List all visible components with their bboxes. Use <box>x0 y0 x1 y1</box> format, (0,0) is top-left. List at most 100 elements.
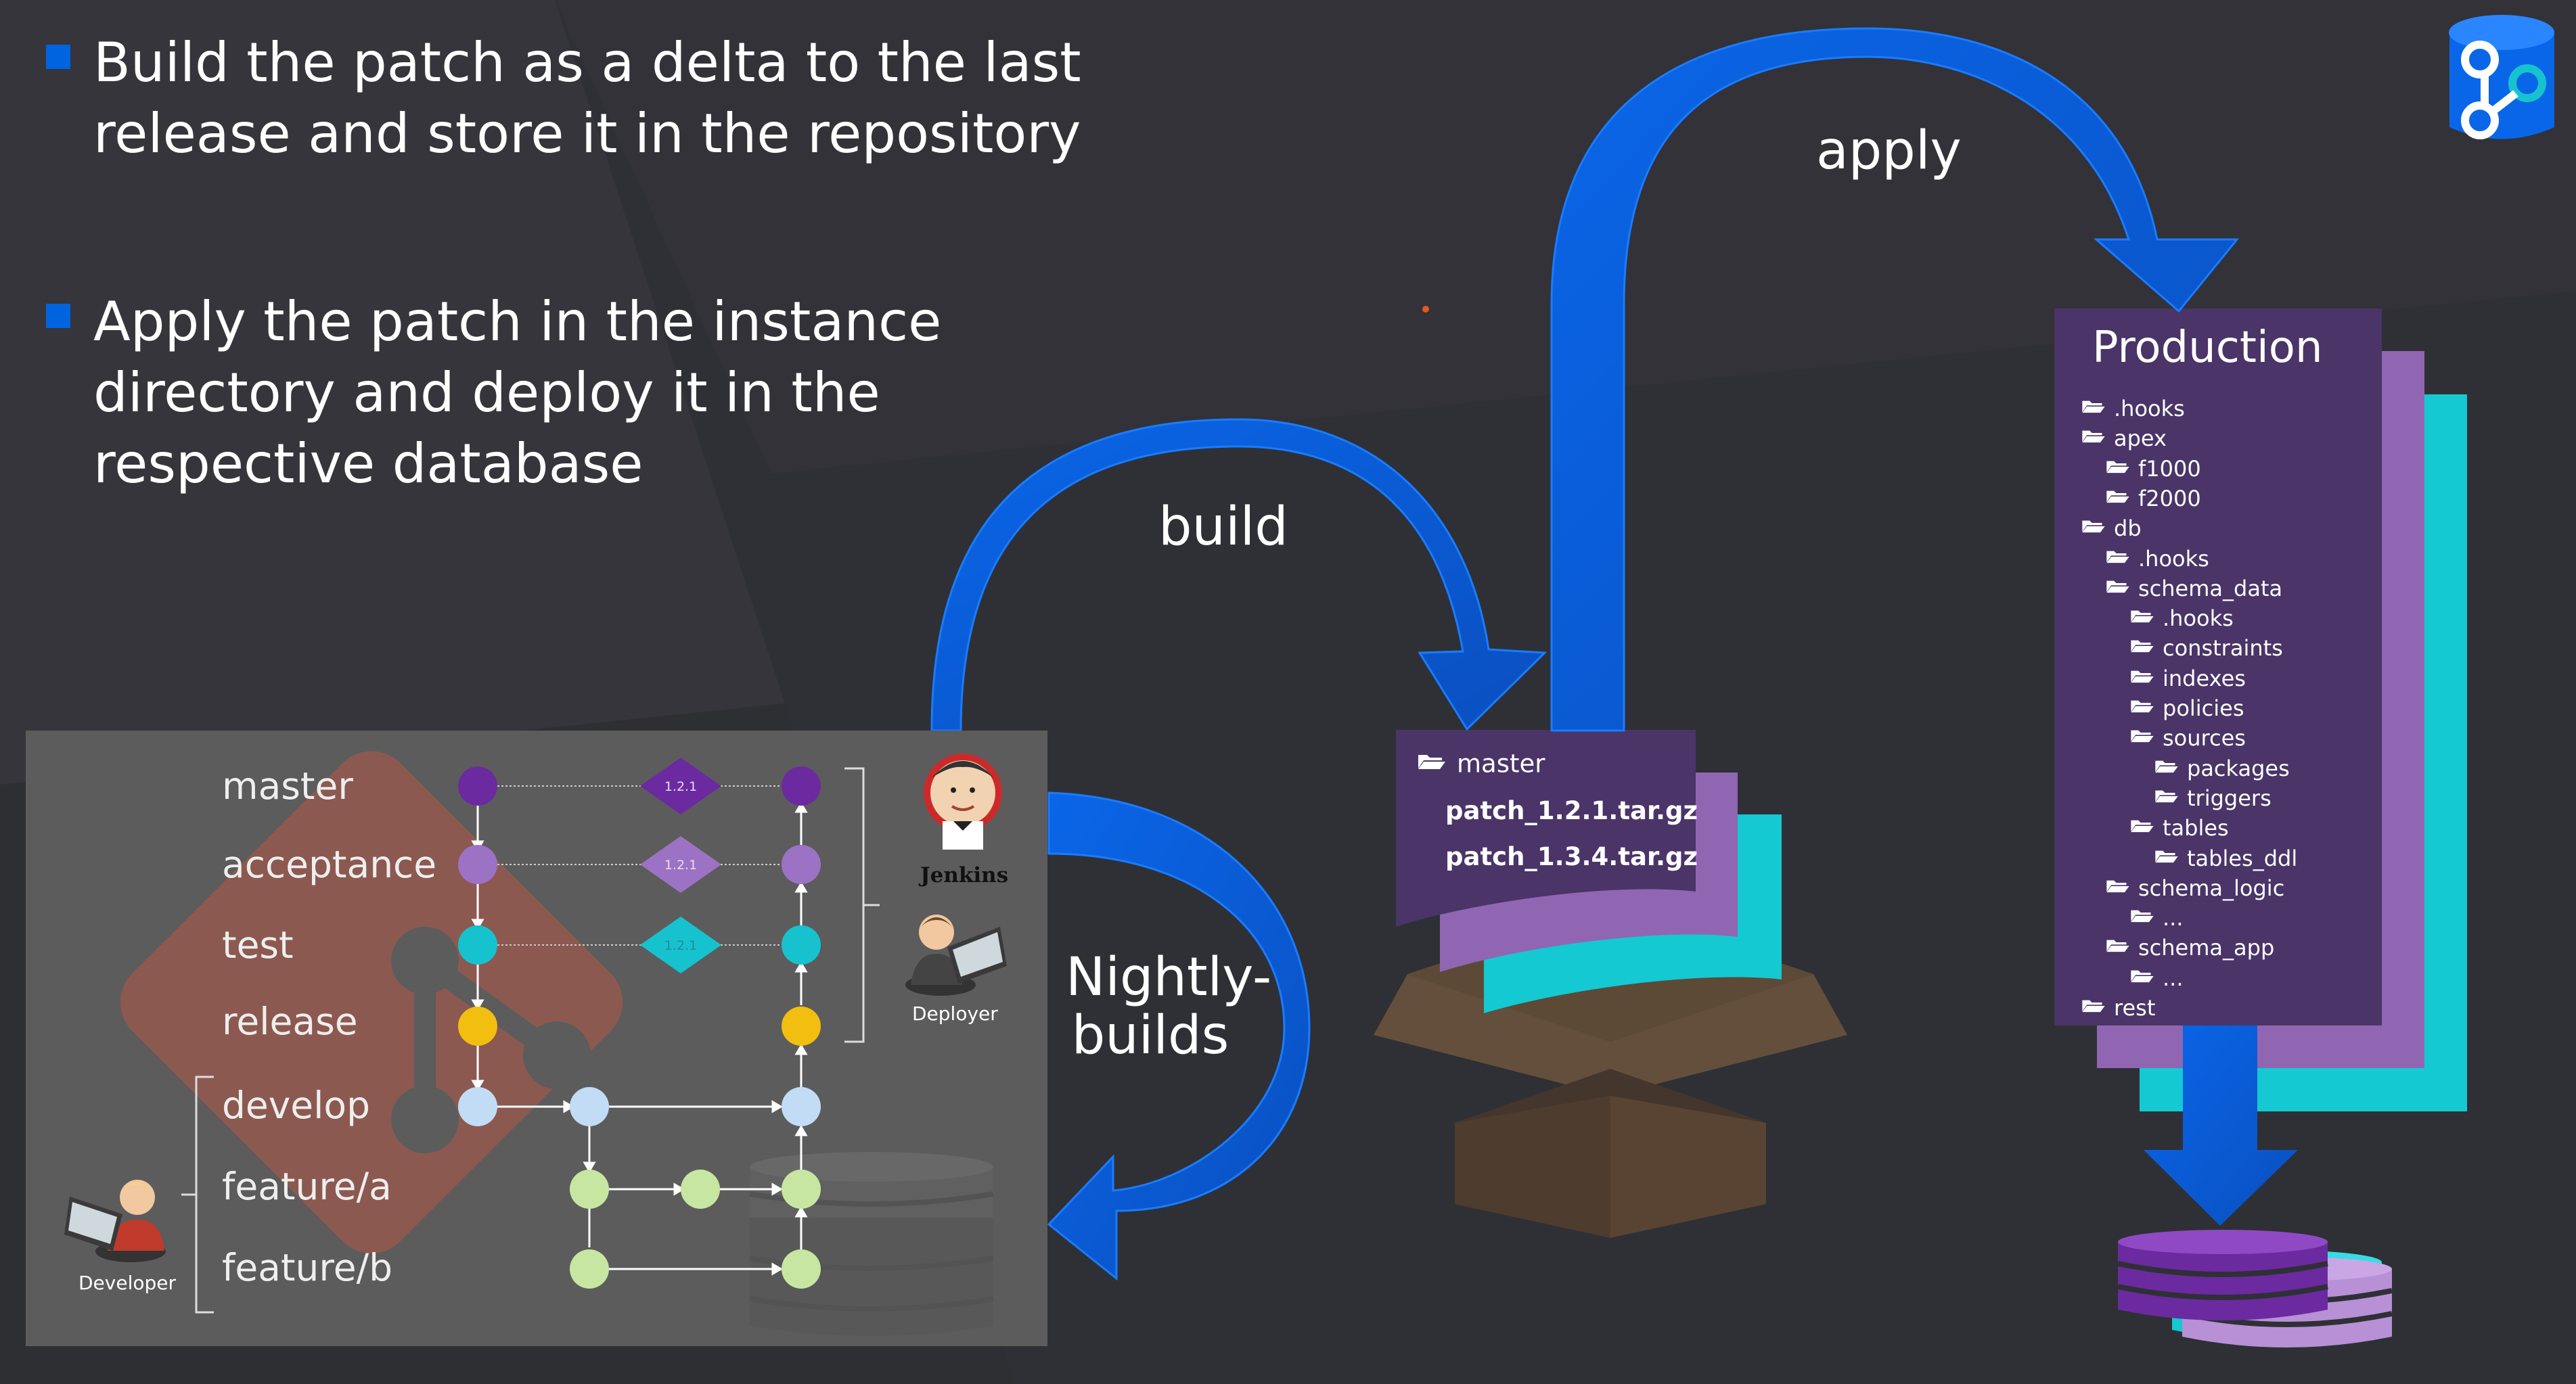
tree-item: .hooks <box>2081 394 2185 422</box>
tree-item-label: packages <box>2187 755 2290 781</box>
tree-item-label: ... <box>2163 965 2184 991</box>
commit-node <box>458 1007 497 1046</box>
tree-item: policies <box>2130 693 2244 722</box>
commit-node <box>458 766 497 806</box>
bullet-line: release and store it in the repository <box>93 102 1081 165</box>
tree-item-label: .hooks <box>2138 545 2209 572</box>
tree-item-label: apex <box>2114 425 2167 452</box>
tree-item: ... <box>2130 903 2184 931</box>
jenkins-icon <box>924 754 1002 850</box>
tree-item-label: db <box>2114 515 2142 542</box>
tree-item: packages <box>2154 754 2290 782</box>
bullet-text: Apply the patch in the instance director… <box>93 286 941 499</box>
commit-node <box>782 845 821 884</box>
folder-open-icon <box>2082 400 2105 413</box>
tree-item: ... <box>2130 963 2184 992</box>
commit-node <box>782 1249 821 1289</box>
patch-folder-label: master <box>1457 749 1545 779</box>
tree-item: .hooks <box>2106 544 2209 572</box>
folder-open-icon <box>2082 520 2105 533</box>
deployer-label: Deployer <box>912 1002 998 1025</box>
tree-item: schema_app <box>2106 933 2274 961</box>
branch-label-master: master <box>222 764 353 808</box>
tree-item-label: .hooks <box>2163 605 2234 632</box>
tag-label: 1.2.1 <box>664 938 697 953</box>
tree-item-label: f2000 <box>2138 485 2201 511</box>
tag-label: 1.2.1 <box>664 779 697 794</box>
branch-label-develop: develop <box>222 1084 370 1127</box>
commit-node <box>782 925 821 965</box>
folder-open-icon <box>2131 700 2154 713</box>
tree-item-label: triggers <box>2187 785 2272 811</box>
patch-folder-row: master <box>1418 748 1545 779</box>
branch-label-feature-b: feature/b <box>222 1246 393 1289</box>
apply-arrow <box>1550 27 2240 732</box>
production-title: Production <box>2092 323 2323 373</box>
commit-node <box>570 1087 609 1126</box>
tree-item-label: schema_data <box>2138 575 2283 601</box>
folder-open-icon <box>1418 754 1445 769</box>
build-arrow <box>930 418 1547 732</box>
tree-item: f1000 <box>2106 454 2201 482</box>
folder-open-icon <box>2106 551 2129 563</box>
folder-open-icon <box>2082 1000 2105 1013</box>
tree-item-label: sources <box>2163 725 2246 752</box>
commit-node <box>782 1007 821 1046</box>
bullet-line: respective database <box>93 432 643 495</box>
tree-item-label: tables <box>2163 815 2229 841</box>
commit-node <box>782 1170 821 1209</box>
nightly-line: builds <box>1071 1005 1229 1066</box>
app-logo-icon <box>2449 15 2554 139</box>
bullet-line: Apply the patch in the instance <box>93 290 942 353</box>
branch-label-release: release <box>222 1000 358 1043</box>
folder-open-icon <box>2106 940 2129 952</box>
patch-file: patch_1.3.4.tar.gz <box>1445 842 1698 871</box>
tree-item: .hooks <box>2130 603 2234 632</box>
commit-node <box>458 925 497 965</box>
folder-open-icon <box>2131 730 2154 743</box>
commit-nodes <box>458 766 821 1289</box>
deployer-icon <box>905 915 1007 996</box>
folder-open-icon <box>2131 670 2154 683</box>
tree-item-label: schema_logic <box>2138 875 2285 901</box>
tag-diamonds: 1.2.11.2.11.2.1 <box>640 758 721 973</box>
patch-document: master patch_1.2.1.tar.gz patch_1.3.4.ta… <box>1396 730 1698 926</box>
tree-item: apex <box>2081 423 2167 452</box>
tree-item: db <box>2081 513 2142 542</box>
branch-label-test: test <box>222 923 294 967</box>
folder-open-icon <box>2131 641 2154 653</box>
commit-node <box>570 1249 609 1289</box>
tree-item-label: ... <box>2163 905 2184 931</box>
folder-open-icon <box>2106 580 2129 593</box>
tree-item-label: .hooks <box>2114 396 2185 421</box>
folder-open-icon <box>2106 461 2129 473</box>
jenkins-label: Jenkins <box>920 863 1009 887</box>
folder-open-icon <box>2131 820 2154 833</box>
patch-file: patch_1.2.1.tar.gz <box>1445 796 1698 825</box>
commit-node <box>570 1170 609 1209</box>
tree-item: rest <box>2081 993 2155 1021</box>
tree-item-label: tables_ddl <box>2187 845 2298 871</box>
tree-item: f2000 <box>2106 484 2201 512</box>
folder-open-icon <box>2155 790 2178 803</box>
bullet-square <box>46 45 70 69</box>
tree-item: sources <box>2130 723 2246 752</box>
tag-diamond <box>640 758 721 814</box>
tree-item: indexes <box>2130 664 2246 692</box>
nightly-line: Nightly- <box>1066 947 1272 1008</box>
commit-node <box>681 1170 720 1209</box>
git-graph: 1.2.11.2.11.2.1 <box>64 751 1007 1336</box>
tree-item: schema_logic <box>2106 873 2284 902</box>
tree-item-label: rest <box>2114 995 2156 1021</box>
folder-open-icon <box>2155 760 2178 772</box>
folder-open-icon <box>2082 430 2105 443</box>
folder-open-icon <box>2155 850 2178 862</box>
branch-label-acceptance: acceptance <box>222 843 437 886</box>
bullet-square <box>46 304 70 328</box>
tag-diamond <box>640 836 721 893</box>
commit-node <box>782 766 821 806</box>
folder-open-icon <box>2131 610 2154 623</box>
